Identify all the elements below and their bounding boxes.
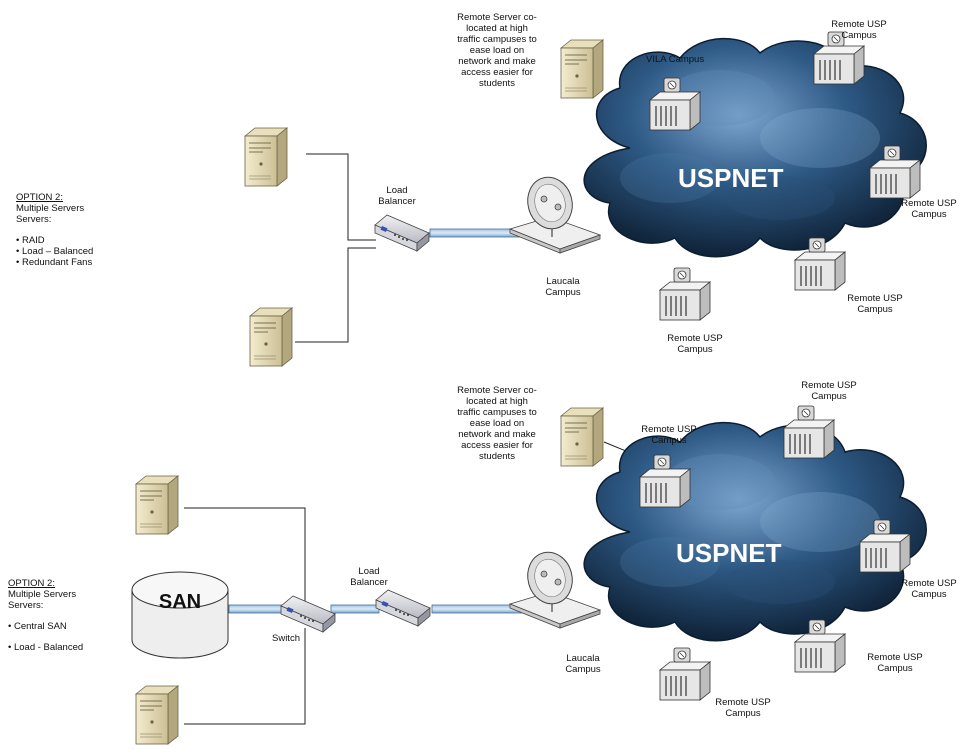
label-line: Load bbox=[386, 185, 408, 196]
label-line: Campus bbox=[911, 209, 947, 220]
label-line: Campus bbox=[877, 663, 913, 674]
top-option-subtitle2: Servers: bbox=[16, 214, 52, 225]
note-line: students bbox=[479, 78, 515, 89]
san-label: SAN bbox=[159, 591, 201, 613]
bottom-option-bullet: • Central SAN bbox=[8, 621, 67, 632]
label-line: Remote USP bbox=[667, 333, 723, 344]
top-remote-right-label: Remote USP Campus bbox=[898, 198, 960, 220]
label-line: Campus bbox=[857, 304, 893, 315]
top-remote-br-label: Remote USP Campus bbox=[842, 293, 908, 315]
label-line: Laucala bbox=[546, 276, 580, 287]
bottom-laucala-label: Laucala Campus bbox=[558, 653, 608, 675]
top-remote-top-label: Remote USP Campus bbox=[826, 19, 892, 41]
bottom-option-bullet: • Load - Balanced bbox=[8, 642, 84, 653]
note-line: access easier for bbox=[461, 67, 533, 78]
label-line: Campus bbox=[651, 435, 687, 446]
bottom-remote-br-label: Remote USP Campus bbox=[862, 652, 928, 674]
switch-label: Switch bbox=[272, 633, 300, 644]
top-option-title: OPTION 2: bbox=[16, 192, 63, 203]
label-line: Remote USP bbox=[831, 19, 887, 30]
note-line: ease load on bbox=[469, 45, 525, 56]
note-line: network and make bbox=[458, 429, 536, 440]
top-option-subtitle1: Multiple Servers bbox=[16, 203, 85, 214]
label-line: Campus bbox=[677, 344, 713, 355]
top-option-bullet: • Load – Balanced bbox=[16, 246, 94, 257]
note-line: ease load on bbox=[469, 418, 525, 429]
top-laucala-label: Laucala Campus bbox=[538, 276, 588, 298]
label-line: Balancer bbox=[378, 196, 416, 207]
bottom-server-upper-icon bbox=[135, 475, 179, 535]
top-option-bullet: • Redundant Fans bbox=[16, 257, 93, 268]
top-remote-note: Remote Server co- located at high traffi… bbox=[449, 12, 545, 89]
bottom-option-text: OPTION 2: Multiple Servers Servers: • Ce… bbox=[8, 578, 83, 653]
label-line: Load bbox=[358, 566, 380, 577]
label-line: Campus bbox=[725, 708, 761, 719]
bottom-load-balancer-icon bbox=[375, 589, 431, 627]
top-remote-bottom-label: Remote USP Campus bbox=[662, 333, 728, 355]
label-line: Campus bbox=[811, 391, 847, 402]
label-line: Remote USP bbox=[847, 293, 903, 304]
label-line: Remote USP bbox=[901, 578, 957, 589]
note-line: students bbox=[479, 451, 515, 462]
label-line: Campus bbox=[841, 30, 877, 41]
top-load-balancer-label: Load Balancer bbox=[372, 185, 422, 207]
label-line: Remote USP bbox=[801, 380, 857, 391]
top-remote-bottom-terminal-icon bbox=[659, 267, 711, 321]
switch-icon bbox=[280, 595, 336, 633]
top-uspnet-cloud bbox=[583, 37, 927, 258]
note-line: Remote Server co- bbox=[457, 12, 537, 23]
bottom-option-subtitle1: Multiple Servers bbox=[8, 589, 77, 600]
note-line: Remote Server co- bbox=[457, 385, 537, 396]
top-load-balancer-icon bbox=[374, 214, 430, 252]
top-server-lower-icon bbox=[249, 307, 293, 367]
note-line: access easier for bbox=[461, 440, 533, 451]
label-line: Campus bbox=[565, 664, 601, 675]
bottom-remote-server-icon bbox=[560, 407, 604, 467]
bottom-remote-top-terminal-icon bbox=[783, 405, 835, 459]
label-line: Remote USP bbox=[715, 697, 771, 708]
note-line: traffic campuses to bbox=[457, 407, 537, 418]
top-vila-label: VILA Campus bbox=[646, 54, 705, 65]
bottom-remote-bottom-label: Remote USP Campus bbox=[710, 697, 776, 719]
note-line: network and make bbox=[458, 56, 536, 67]
top-connections bbox=[295, 95, 652, 343]
bottom-remote-top-label: Remote USP Campus bbox=[796, 380, 862, 402]
bottom-remote-bottom-terminal-icon bbox=[659, 647, 711, 701]
bottom-cloud-label: USPNET bbox=[676, 538, 782, 568]
label-line: Remote USP bbox=[641, 424, 697, 435]
top-option-text: OPTION 2: Multiple Servers Servers: • RA… bbox=[16, 192, 93, 268]
bottom-option-subtitle2: Servers: bbox=[8, 600, 44, 611]
top-server-upper-icon bbox=[244, 127, 288, 187]
label-line: Remote USP bbox=[901, 198, 957, 209]
bottom-option-title: OPTION 2: bbox=[8, 578, 55, 589]
bottom-connections bbox=[184, 441, 661, 725]
label-line: Balancer bbox=[350, 577, 388, 588]
note-line: located at high bbox=[466, 23, 528, 34]
bottom-option-bullets: • Central SAN • Load - Balanced bbox=[8, 621, 83, 653]
bottom-remote-left-label: Remote USP Campus bbox=[636, 424, 702, 446]
bottom-remote-note: Remote Server co- located at high traffi… bbox=[449, 385, 545, 462]
san-disk-icon bbox=[131, 571, 229, 659]
bottom-remote-right-label: Remote USP Campus bbox=[898, 578, 960, 600]
bottom-load-balancer-label: Load Balancer bbox=[344, 566, 394, 588]
top-option-bullets: • RAID • Load – Balanced • Redundant Fan… bbox=[16, 235, 93, 268]
note-line: traffic campuses to bbox=[457, 34, 537, 45]
label-line: Campus bbox=[911, 589, 947, 600]
top-remote-server-icon bbox=[560, 39, 604, 99]
top-cloud-label: USPNET bbox=[678, 163, 784, 193]
top-option-bullet: • RAID bbox=[16, 235, 45, 246]
note-line: located at high bbox=[466, 396, 528, 407]
label-line: Remote USP bbox=[867, 652, 923, 663]
label-line: Campus bbox=[545, 287, 581, 298]
bottom-server-lower-icon bbox=[135, 685, 179, 745]
label-line: Laucala bbox=[566, 653, 600, 664]
